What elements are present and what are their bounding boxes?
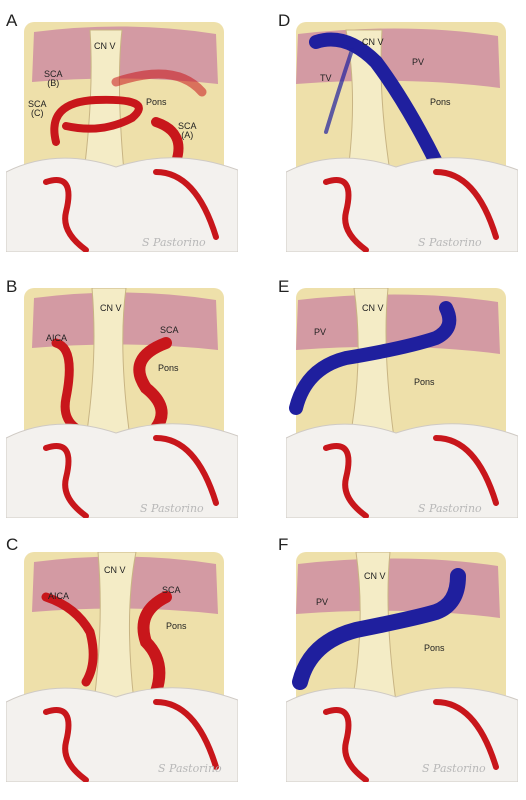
tentorium	[32, 292, 218, 350]
panel-f-illustration	[286, 552, 518, 782]
panel-letter: C	[6, 535, 19, 554]
panel-letter: E	[278, 277, 290, 296]
cn-v-label: CN V	[362, 303, 384, 313]
cerebellar-artery	[43, 177, 89, 252]
panel-letter: D	[278, 11, 291, 30]
panel-f: F CN V PV Pons S Pastorino	[278, 536, 518, 782]
cerebellar-artery	[43, 707, 89, 782]
cerebellar-artery	[153, 169, 219, 240]
panel-b: B CN V AICA SCA Pons S Pastorino	[6, 278, 238, 518]
sca-b-artery	[111, 69, 207, 97]
petrosal-vein	[289, 301, 457, 415]
tentorium	[32, 26, 218, 84]
pons-label: Pons	[146, 97, 167, 107]
cn-v-label: CN V	[104, 565, 126, 575]
cerebellar-artery	[153, 699, 219, 770]
artist-signature: S Pastorino	[158, 762, 222, 775]
pv-label: PV	[316, 597, 329, 607]
panel-b-illustration	[6, 288, 238, 518]
artist-signature: S Pastorino	[418, 236, 482, 249]
panel-letter: A	[6, 11, 18, 30]
panel-c-illustration	[6, 552, 238, 782]
panel-letter: F	[278, 535, 289, 554]
aica-label: AICA	[46, 333, 68, 343]
panel-d-illustration	[286, 22, 518, 252]
petrosal-vein	[292, 568, 466, 690]
cerebellar-artery	[323, 177, 369, 252]
pons-label: Pons	[430, 97, 451, 107]
panel-e-illustration	[286, 288, 518, 518]
aica-label: AICA	[48, 591, 70, 601]
panel-c: C CN V AICA SCA Pons S Pastorino	[6, 536, 238, 782]
aica-artery	[41, 592, 98, 687]
artist-signature: S Pastorino	[418, 502, 482, 515]
panel-a: A CN V Pons SCA (B) SCA (C) SCA (A) S Pa…	[6, 12, 238, 252]
pons-label: Pons	[166, 621, 187, 631]
cerebellar-artery	[433, 699, 499, 770]
artist-signature: S Pastorino	[422, 762, 486, 775]
cn-v-label: CN V	[100, 303, 122, 313]
pons-label: Pons	[424, 643, 445, 653]
panel-a-illustration	[6, 22, 238, 252]
cerebellar-artery	[323, 443, 369, 518]
sca-c-label: SCA (C)	[28, 99, 47, 119]
pons-label: Pons	[158, 363, 179, 373]
panel-e: E CN V PV Pons S Pastorino	[278, 278, 518, 518]
pons-label: Pons	[414, 377, 435, 387]
tv-label: TV	[320, 73, 332, 83]
artist-signature: S Pastorino	[140, 502, 204, 515]
cn-v-label: CN V	[364, 571, 386, 581]
sca-c-artery	[50, 95, 143, 146]
pv-label: PV	[314, 327, 327, 337]
petrosal-vein	[309, 32, 443, 169]
artist-signature: S Pastorino	[142, 236, 206, 249]
panel-letter: B	[6, 277, 18, 296]
cerebellar-artery	[43, 443, 89, 518]
cerebellar-artery	[153, 435, 219, 506]
sca-artery	[133, 337, 172, 434]
panel-d: D CN V TV PV Pons S Pastorino	[278, 12, 518, 252]
tentorium	[296, 558, 500, 618]
sca-label: SCA	[162, 585, 181, 595]
aica-artery	[51, 338, 81, 433]
cerebellar-artery	[433, 169, 499, 240]
sca-a-label: SCA (A)	[178, 121, 197, 141]
transverse-pontine-vein	[324, 48, 354, 134]
cerebellar-artery	[433, 435, 499, 506]
sca-b-label: SCA (B)	[44, 69, 63, 89]
sca-label: SCA	[160, 325, 179, 335]
pv-label: PV	[412, 57, 425, 67]
sca-artery	[137, 591, 172, 698]
cerebellar-artery	[323, 707, 369, 782]
cn-v-label: CN V	[362, 37, 384, 47]
cn-v-label: CN V	[94, 41, 116, 51]
